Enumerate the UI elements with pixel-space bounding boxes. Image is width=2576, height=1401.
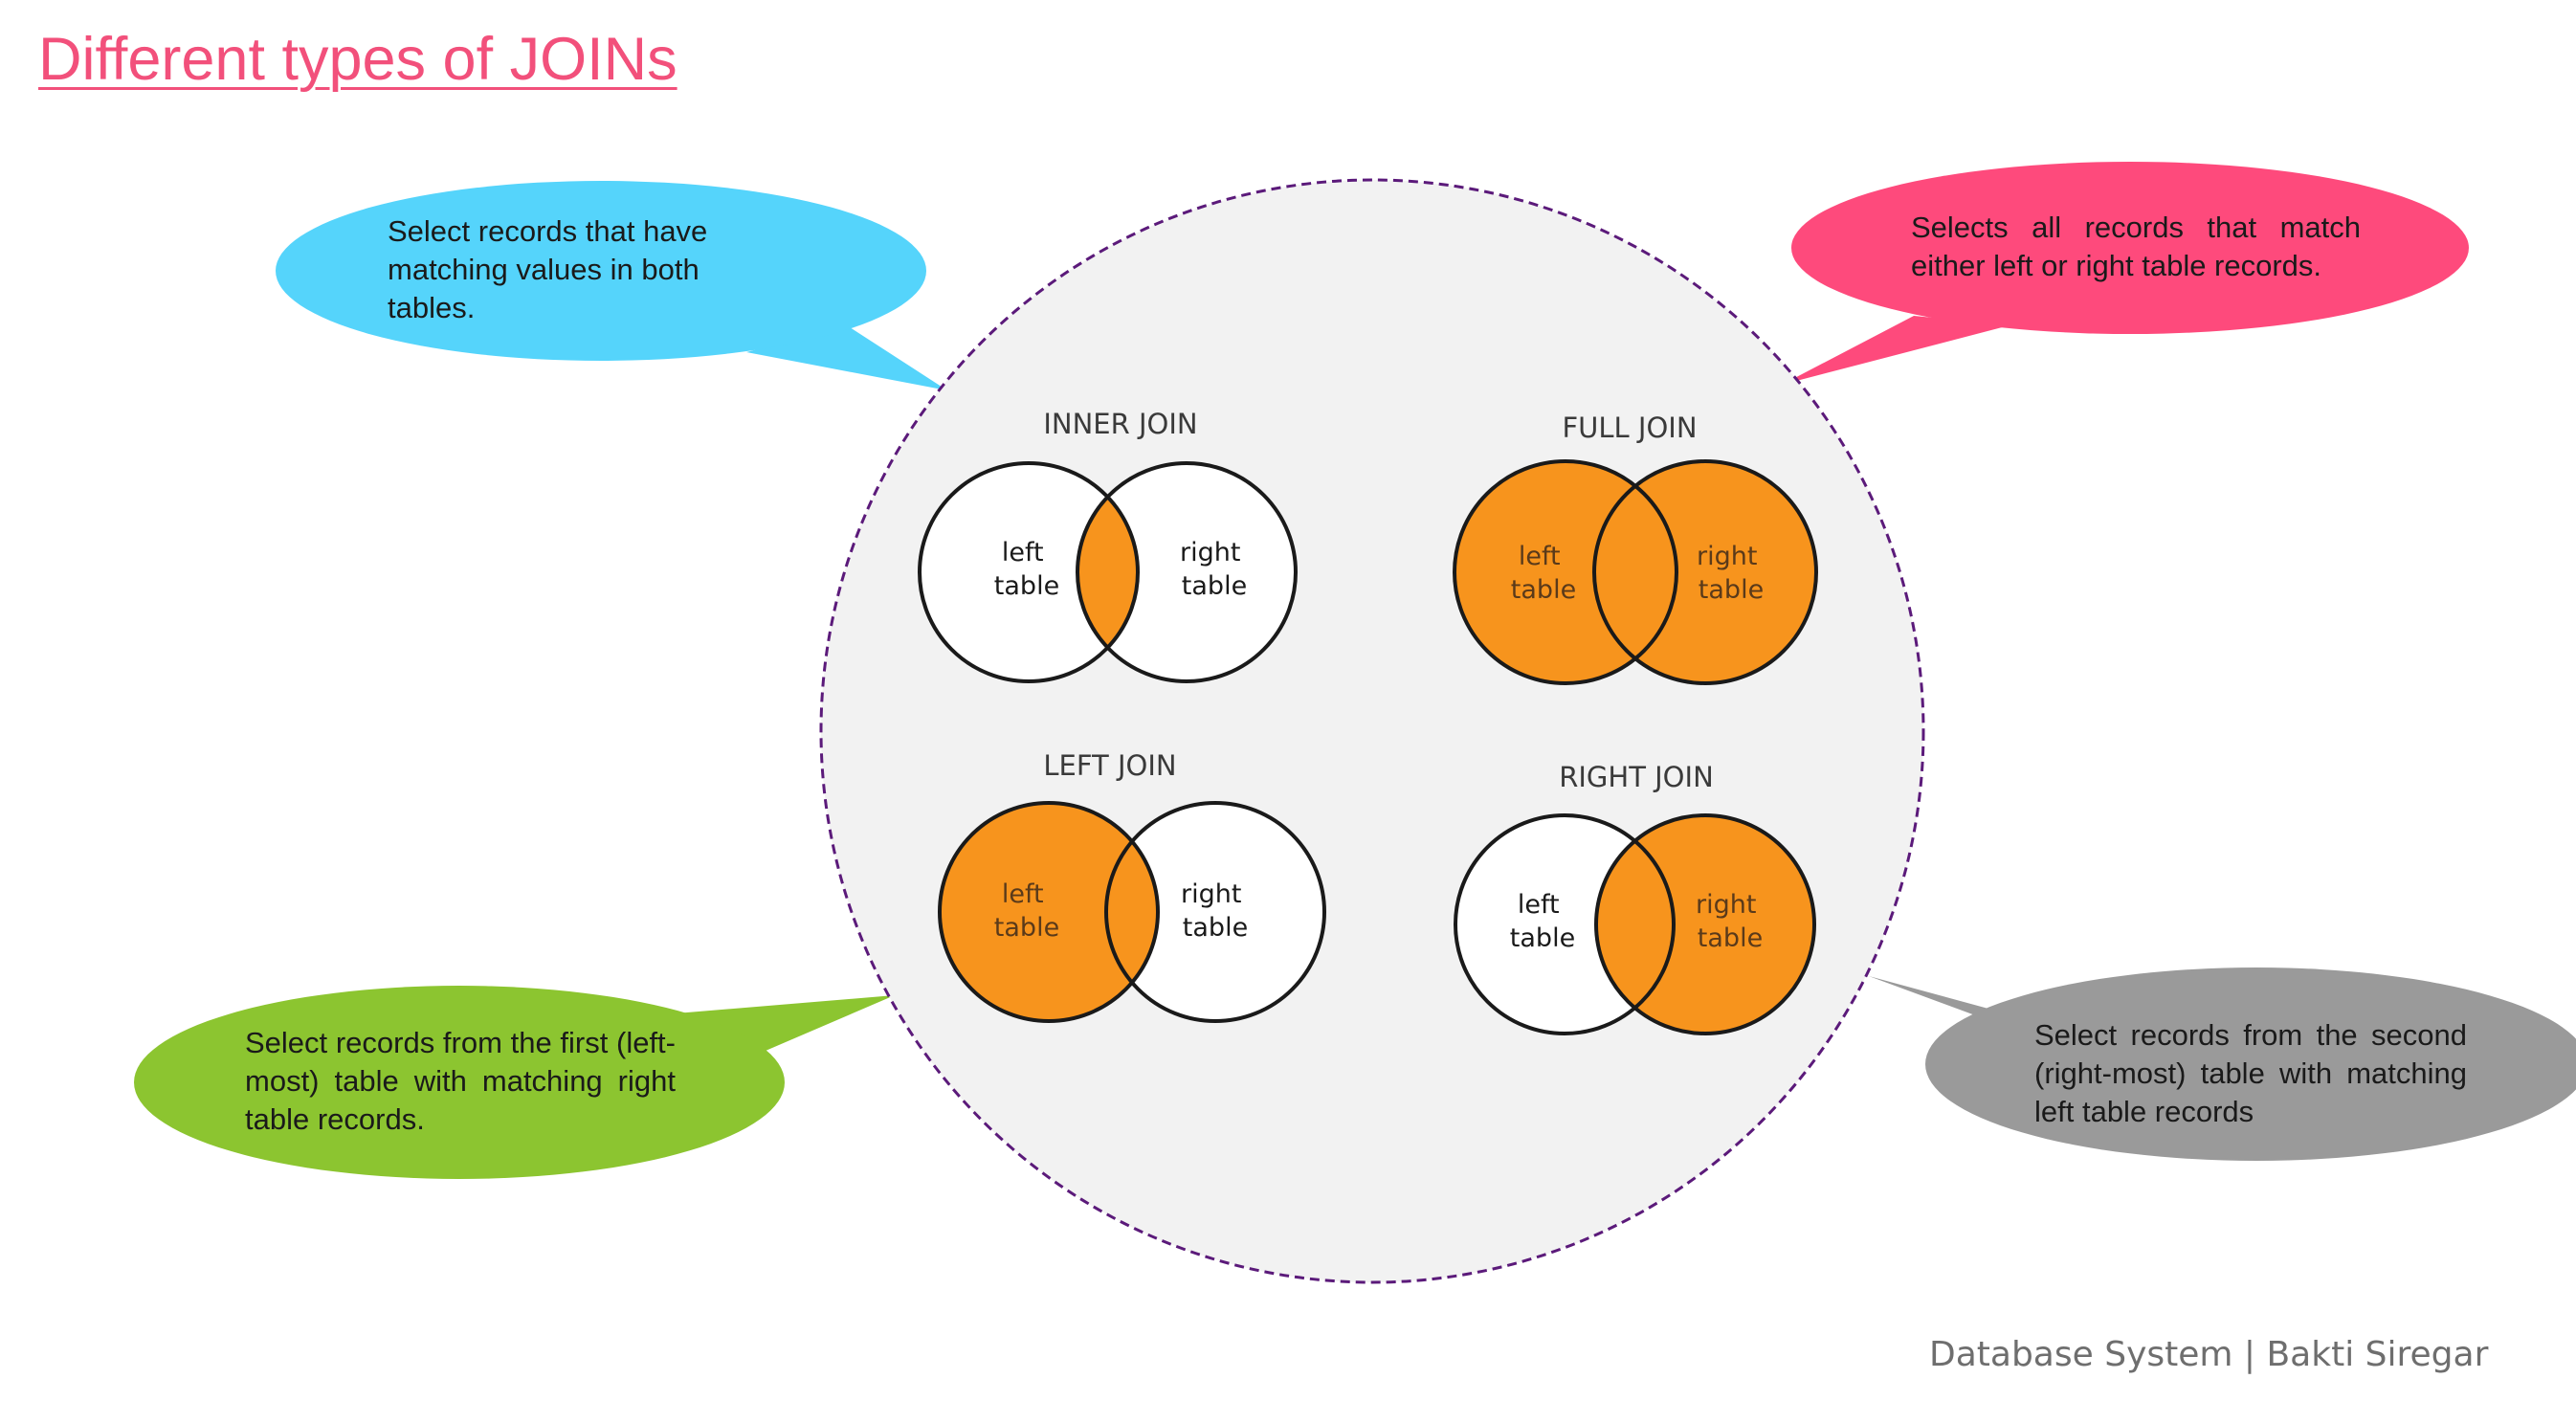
left-table-label: left table <box>1511 542 1576 605</box>
left-table-circle <box>920 463 1138 681</box>
right-table-circle <box>1594 461 1816 683</box>
footer-credit: Database System | Bakti Siregar <box>1929 1335 2489 1374</box>
bubble-text-right-join: Select records from the second (right-mo… <box>2034 1018 2467 1128</box>
bubble-text-full-join: Selects all records that match either le… <box>1911 211 2361 282</box>
venn-left-join: LEFT JOIN left table right table <box>938 749 1326 1023</box>
right-table-label: right table <box>1696 890 1765 953</box>
left-table-label: left table <box>994 538 1059 601</box>
page-title: Different types of JOINs <box>38 26 677 93</box>
bubble-tail-full <box>1782 316 2010 385</box>
bubble-body-inner <box>276 181 926 361</box>
left-table-circle <box>940 803 1158 1021</box>
venn-right-join: RIGHT JOIN left table right table <box>1454 761 1816 1035</box>
speech-bubble-left <box>134 986 895 1179</box>
venn-full-join: FULL JOIN left table right table <box>1453 411 1818 685</box>
right-table-circle <box>1106 803 1324 1021</box>
bubble-text-left-join: Select records from the first (left-most… <box>245 1026 676 1136</box>
speech-bubble-inner <box>276 181 947 390</box>
left-table-label: left table <box>994 879 1059 943</box>
right-table-label: right table <box>1697 542 1765 605</box>
join-title: RIGHT JOIN <box>1559 761 1714 793</box>
join-title: FULL JOIN <box>1562 411 1697 444</box>
right-table-circle <box>1596 815 1814 1034</box>
right-table-circle <box>1077 463 1296 681</box>
bubble-text-inner-join: Select records that have matching values… <box>388 214 708 324</box>
speech-bubble-full <box>1782 162 2469 385</box>
join-title: INNER JOIN <box>1043 408 1197 440</box>
venn-inner-join: INNER JOIN left table right table <box>918 408 1298 683</box>
left-table-label: left table <box>1510 890 1575 953</box>
bubble-body-full <box>1791 162 2469 334</box>
bubble-body-right <box>1925 967 2576 1161</box>
bubble-tail-left <box>641 995 895 1051</box>
speech-bubble-right <box>1869 967 2576 1161</box>
join-title: LEFT JOIN <box>1043 749 1176 782</box>
center-circle <box>819 178 1925 1284</box>
right-table-label: right table <box>1180 538 1249 601</box>
bubble-body-left <box>134 986 785 1179</box>
right-table-label: right table <box>1181 879 1250 943</box>
